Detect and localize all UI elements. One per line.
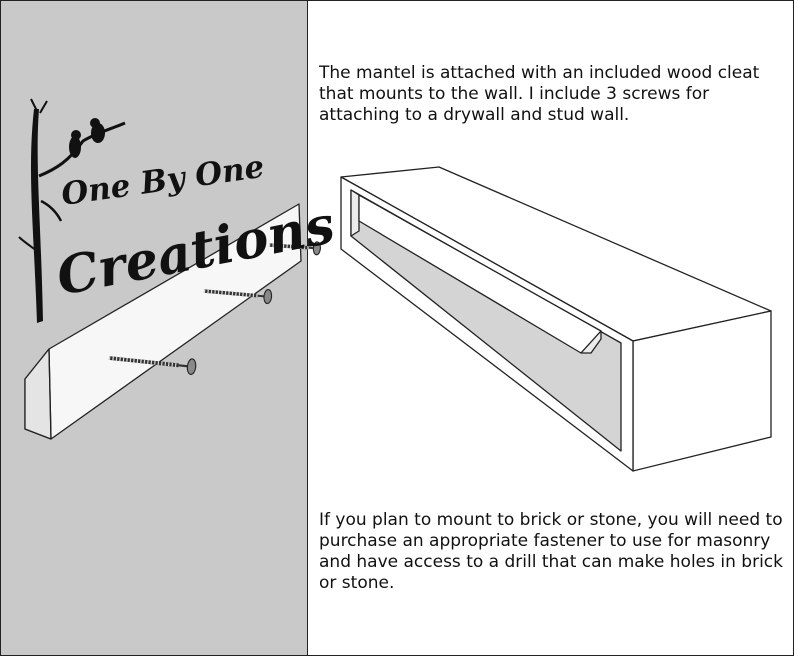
- screw-middle: [203, 289, 273, 305]
- screw-top: [268, 241, 321, 256]
- logo-tree-icon: [18, 98, 126, 323]
- attachment-note: The mantel is attached with an included …: [319, 63, 760, 125]
- logo-line-one-by-one: One By One: [59, 149, 266, 213]
- wood-cleat: [24, 203, 302, 440]
- masonry-note: If you plan to mount to brick or stone, …: [319, 510, 783, 593]
- mantel-box: [340, 166, 772, 472]
- screw-bottom: [108, 356, 197, 375]
